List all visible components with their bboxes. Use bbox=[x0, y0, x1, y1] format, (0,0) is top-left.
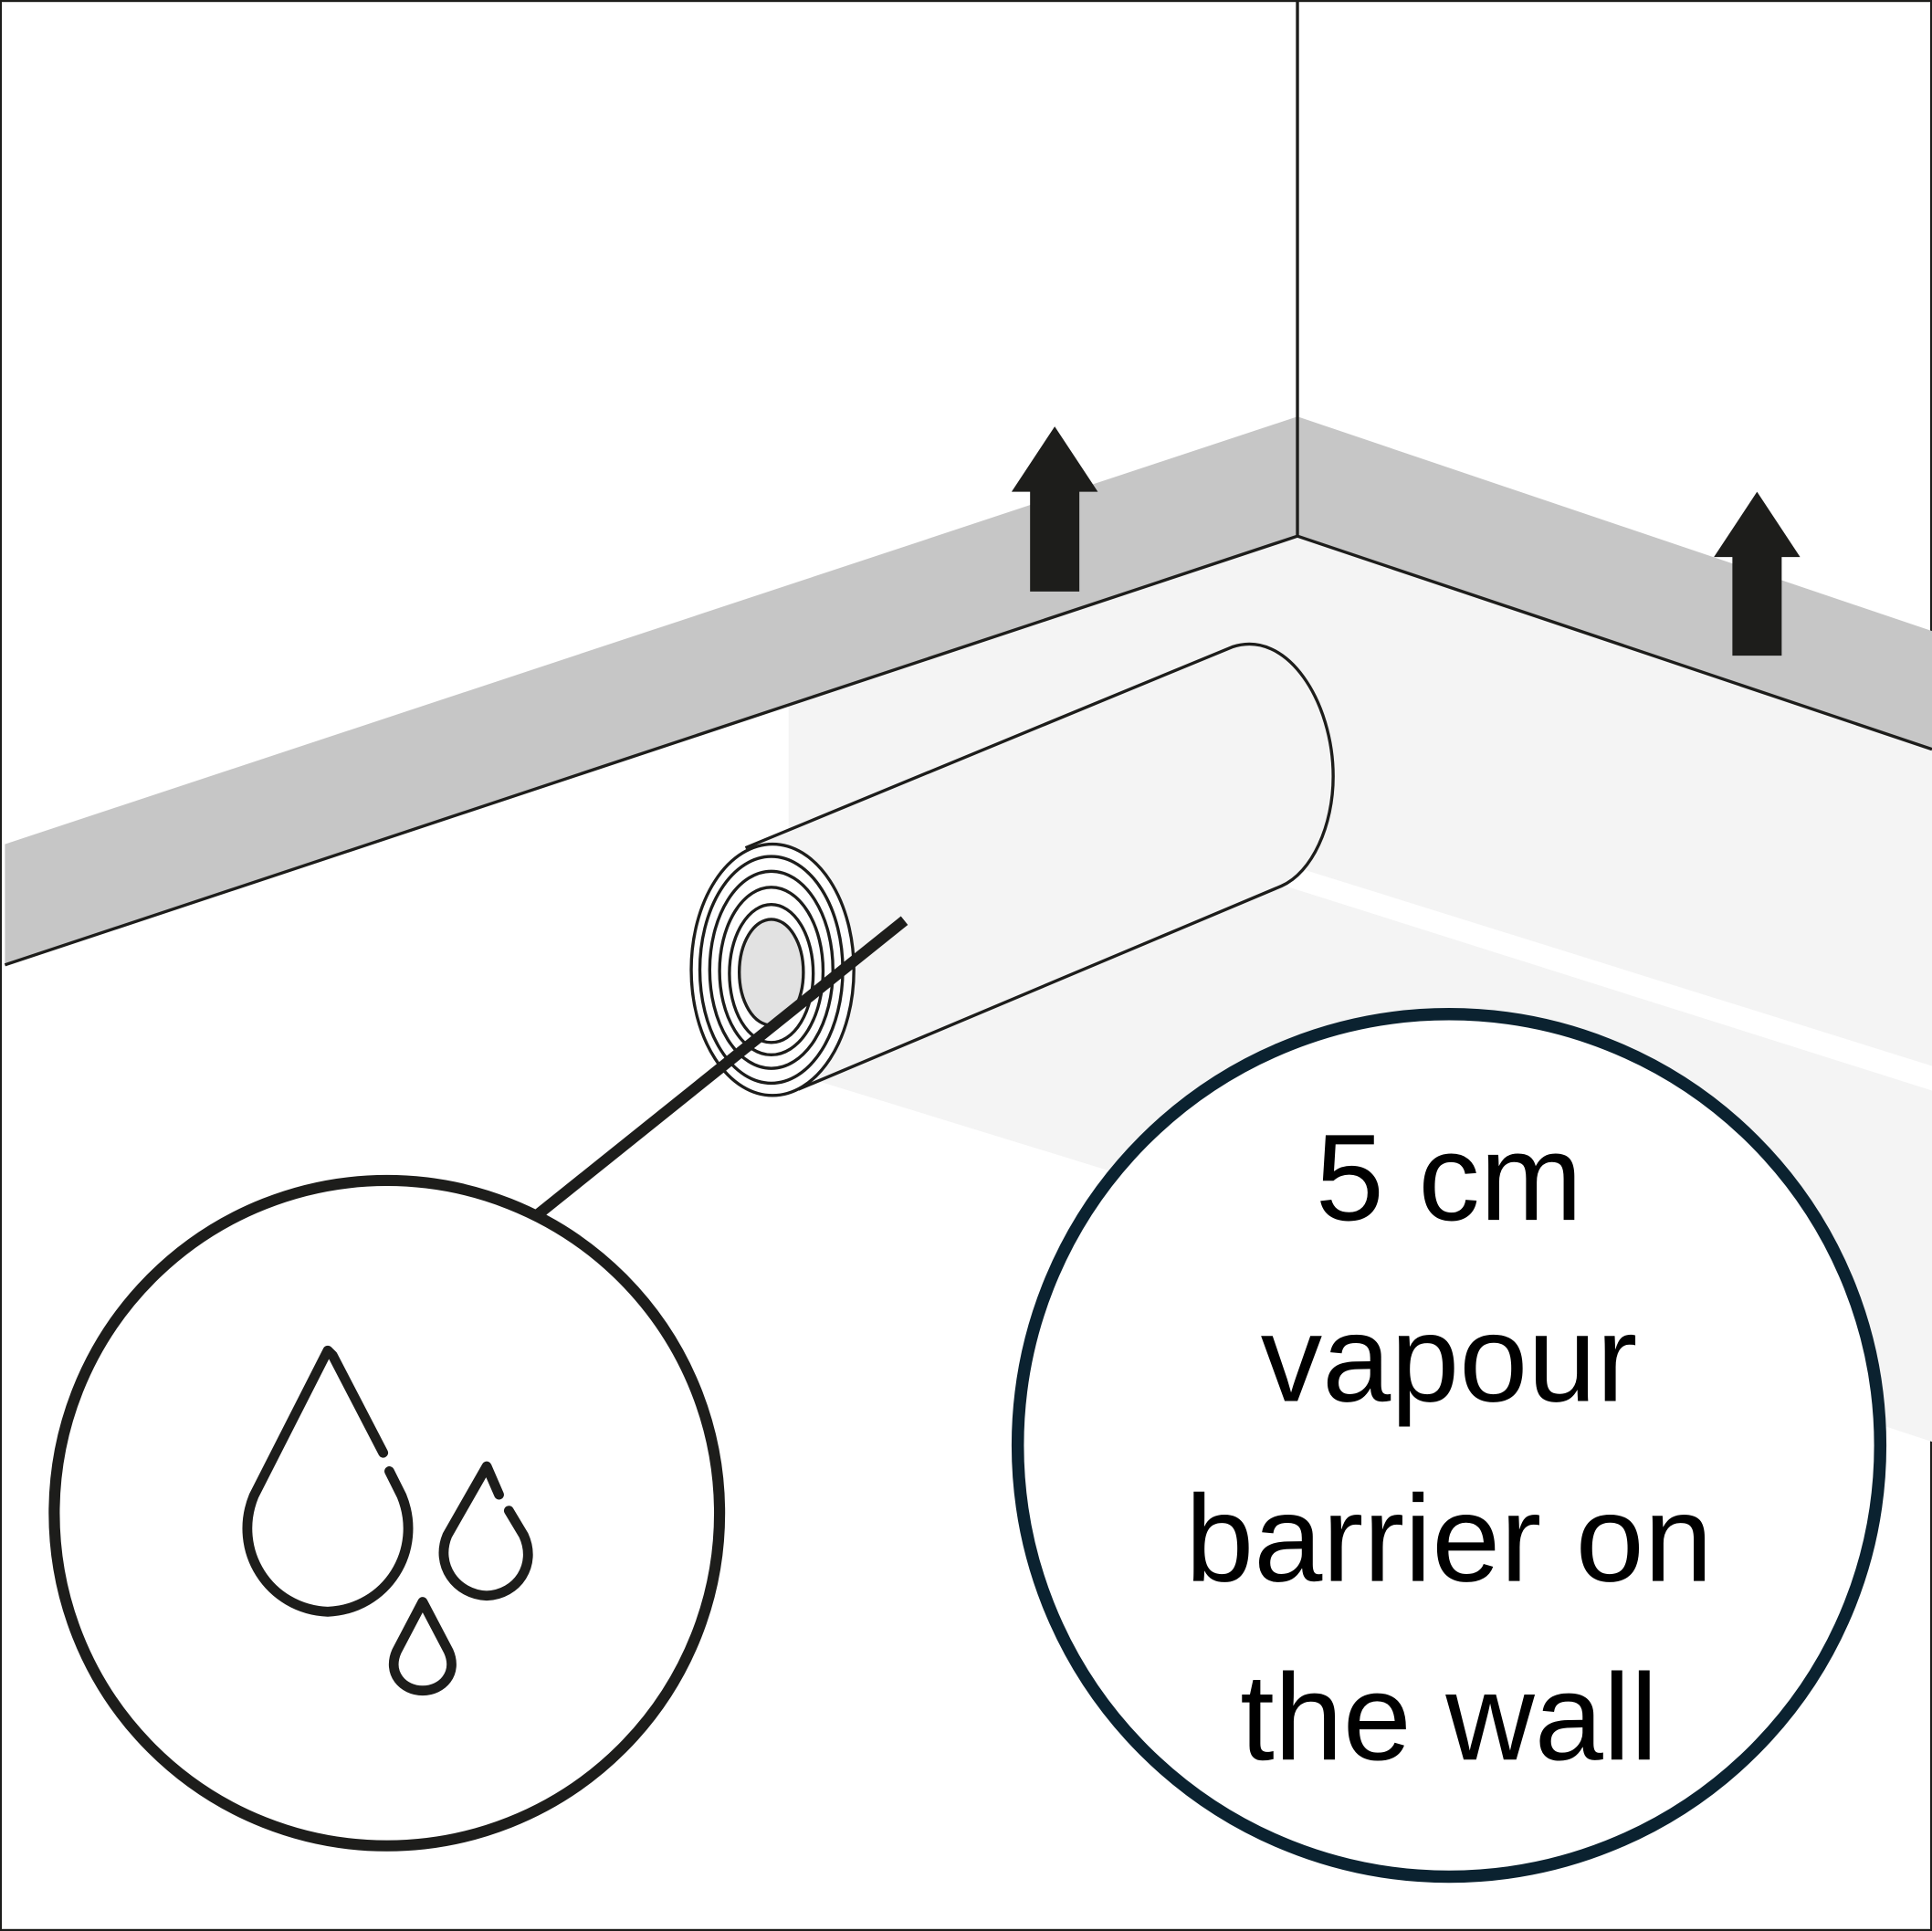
arrow-up-icon bbox=[1714, 491, 1801, 656]
callout-line-2: vapour bbox=[1261, 1290, 1638, 1428]
moisture-callout bbox=[48, 1174, 726, 1852]
arrow-up-icon bbox=[1011, 426, 1098, 592]
wall-vapour-barrier-band bbox=[4, 0, 1932, 967]
vapour-barrier-callout: 5 cm vapour barrier on the wall bbox=[1011, 1008, 1887, 1884]
callout-line-1: 5 cm bbox=[1316, 1108, 1582, 1246]
callout-line-3: barrier on bbox=[1185, 1470, 1713, 1608]
callout-line-4: the wall bbox=[1240, 1648, 1658, 1786]
water-drops-icon bbox=[242, 1345, 533, 1696]
insulation-roll-icon bbox=[689, 642, 1335, 1097]
leader-line bbox=[533, 916, 908, 1220]
